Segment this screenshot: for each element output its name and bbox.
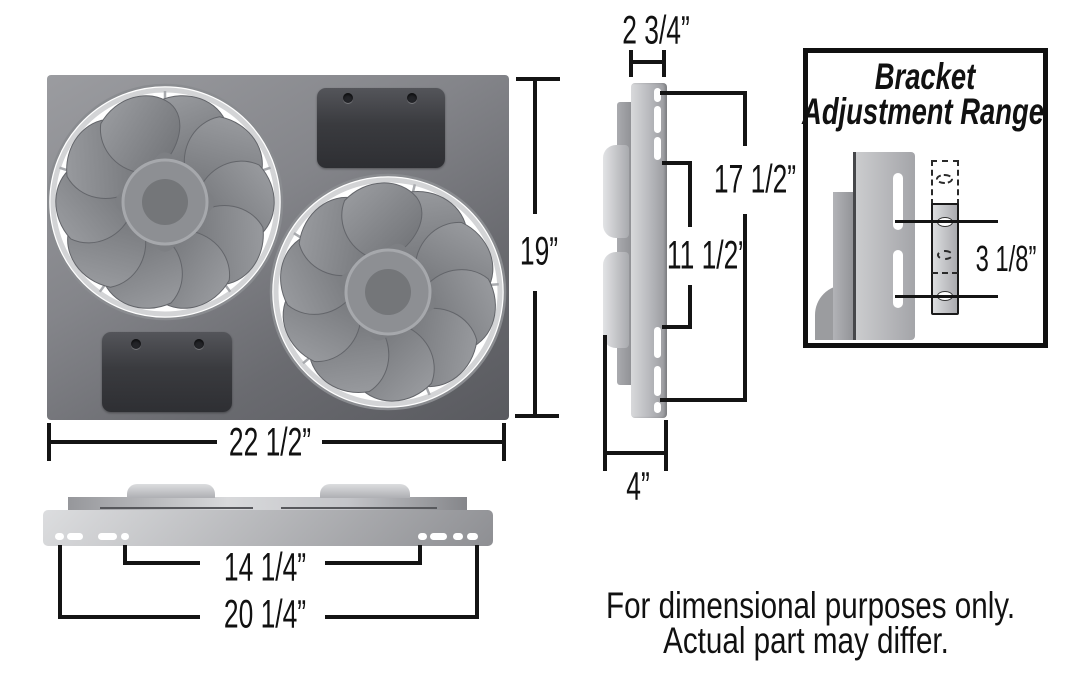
bracket-slot [654, 366, 661, 396]
dim-line [475, 545, 479, 619]
dim-line [515, 414, 559, 418]
dim-line [664, 420, 668, 471]
dim-label-slot-outer-span: 20 1/4” [223, 592, 307, 637]
mount-slot [467, 533, 478, 540]
mount-slot [55, 533, 64, 540]
dim-line [631, 60, 664, 64]
bracket-slot [654, 137, 661, 160]
disclaimer-line2: Actual part may differ. [663, 620, 949, 661]
dim-line [662, 325, 692, 329]
screw-hole [407, 93, 417, 103]
mount-slot [67, 533, 83, 540]
dim-line [49, 440, 217, 444]
side-view-bracket-plate [631, 83, 667, 418]
dim-line [322, 440, 504, 444]
dim-label-front-width: 22 1/2” [228, 420, 312, 465]
mount-slot [98, 533, 117, 540]
mount-slot [121, 533, 129, 540]
dim-label-side-top-depth: 2 3/4” [622, 8, 690, 53]
fan-motor-boss-left [127, 484, 215, 498]
front-view-shroud [47, 75, 509, 420]
dim-line [502, 423, 506, 461]
dim-line [516, 77, 560, 81]
screw-hole [131, 339, 141, 349]
inset-mid-slot-mark [937, 250, 953, 260]
fan-ring-edge [281, 507, 437, 509]
side-view-motor-bump-bottom [603, 252, 629, 348]
dim-line [325, 561, 422, 565]
screw-hole [194, 339, 204, 349]
dim-line [533, 291, 537, 418]
bracket-slot [654, 88, 661, 102]
dim-line [662, 50, 666, 77]
fan-ring-edge [100, 507, 253, 509]
disclaimer-note: For dimensional purposes only. Actual pa… [556, 585, 1056, 661]
bracket-slot [654, 402, 661, 413]
inset-title-line1: Bracket [874, 56, 976, 97]
inset-bracket-plate [853, 152, 915, 340]
dim-label-slot-inner-span: 14 1/4” [223, 545, 307, 590]
dim-label-side-base-depth: 4” [626, 464, 650, 509]
mount-panel-bottom-left [102, 332, 232, 412]
bracket-slot [654, 106, 661, 133]
dim-label-front-height: 19” [519, 229, 559, 274]
dim-line [125, 561, 200, 565]
inset-pointer-line-top [895, 220, 998, 223]
inset-bracket-ghost-position [931, 160, 959, 205]
inset-shroud-edge [833, 192, 855, 340]
screw-hole [343, 93, 353, 103]
dim-line [660, 398, 747, 402]
dim-line [688, 285, 692, 329]
dim-line [662, 161, 692, 165]
inset-ghost-slot-end [936, 174, 953, 184]
inset-pointer-line-bottom [895, 295, 998, 298]
dim-line [533, 77, 537, 214]
dim-line [605, 451, 666, 455]
mount-slot [430, 533, 447, 540]
dim-line [688, 161, 692, 227]
dim-line [660, 91, 747, 95]
inset-bracket-slot-top [893, 173, 903, 230]
dim-line [603, 335, 607, 471]
dim-line [743, 214, 747, 402]
bottom-view-flange-bar [43, 510, 493, 546]
dim-line [60, 615, 200, 619]
mount-slot [453, 533, 463, 540]
disclaimer-line1: For dimensional purposes only. [606, 585, 1016, 626]
bracket-slot [654, 327, 661, 358]
dim-line [123, 545, 127, 565]
dim-label-side-outer-height: 17 1/2” [713, 157, 797, 202]
dim-line [418, 545, 422, 565]
inset-bracket-slot-bottom [893, 250, 903, 308]
dim-line [325, 615, 479, 619]
mount-panel-top-right [317, 88, 445, 168]
dim-label-bracket-range: 3 1/8” [975, 238, 1037, 279]
inset-mid-position-mark [932, 272, 958, 274]
fan-top-left [47, 79, 286, 325]
dim-line [58, 545, 62, 619]
fan-motor-boss-right [320, 484, 410, 498]
dim-line [743, 91, 747, 146]
side-view-motor-bump-top [603, 145, 629, 238]
dim-label-side-inner-height: 11 1/2” [666, 233, 748, 278]
mount-slot [418, 533, 427, 540]
inset-title-line2: Adjustment Range [802, 91, 1044, 132]
